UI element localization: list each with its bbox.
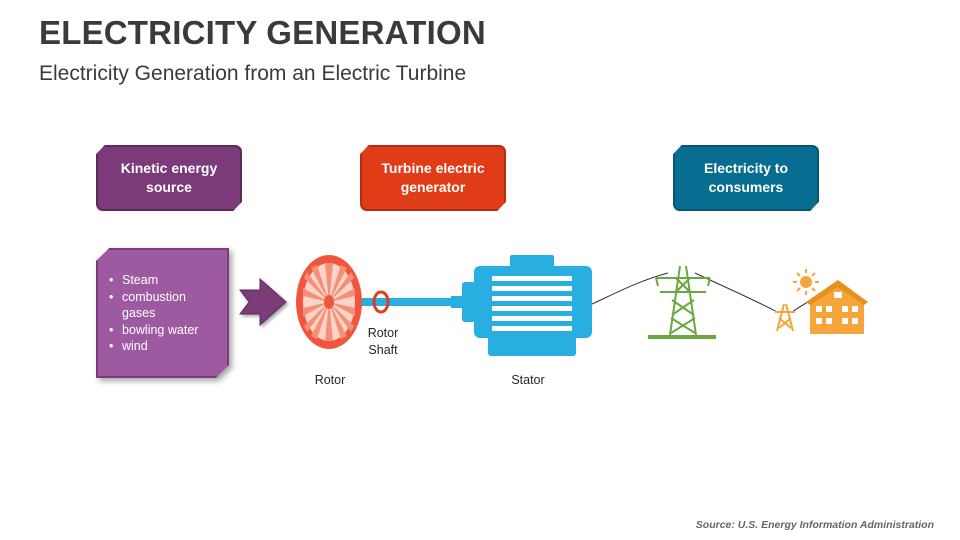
source-item: combustion gases (109, 289, 219, 322)
transmission-tower-icon (648, 265, 716, 339)
rotor-shaft-icon (360, 290, 456, 314)
source-note: Source: U.S. Energy Information Administ… (695, 519, 934, 531)
page-title: ELECTRICITY GENERATION (39, 14, 486, 51)
sun-icon (793, 269, 819, 295)
turbine-generator-label-line2: generator (400, 179, 466, 195)
source-item: wind (109, 338, 219, 355)
stator-label: Stator (511, 373, 545, 387)
rotor-label: Rotor (314, 373, 346, 387)
energy-sources-list: Steam combustion gases bowling water win… (108, 272, 219, 355)
energy-sources-box: Steam combustion gases bowling water win… (96, 248, 229, 378)
page-subtitle: Electricity Generation from an Electric … (39, 62, 467, 85)
electric-motor-icon (451, 255, 592, 356)
turbine-generator-label-line1: Turbine electric (381, 160, 485, 176)
consumers-label-line1: Electricity to (703, 160, 789, 176)
kinetic-energy-box: Kinetic energy source (96, 145, 242, 211)
consumers-box: Electricity to consumers (673, 145, 819, 211)
rotor-shaft-label: Rotor Shaft (360, 325, 406, 359)
small-tower-icon (775, 303, 795, 332)
turbine-rotor-icon (296, 255, 362, 349)
source-item: Steam (109, 272, 219, 289)
consumers-label-line2: consumers (708, 179, 784, 195)
rotor-shaft-label-line1: Rotor (367, 326, 399, 340)
kinetic-energy-label-line2: source (146, 179, 192, 195)
rotor-shaft-label-line2: Shaft (368, 343, 398, 357)
house-icon (806, 280, 868, 334)
right-arrow-icon (239, 277, 287, 327)
source-item: bowling water (109, 322, 219, 339)
kinetic-energy-label-line1: Kinetic energy (120, 160, 218, 176)
turbine-generator-box: Turbine electric generator (360, 145, 506, 211)
power-lines (591, 272, 831, 313)
